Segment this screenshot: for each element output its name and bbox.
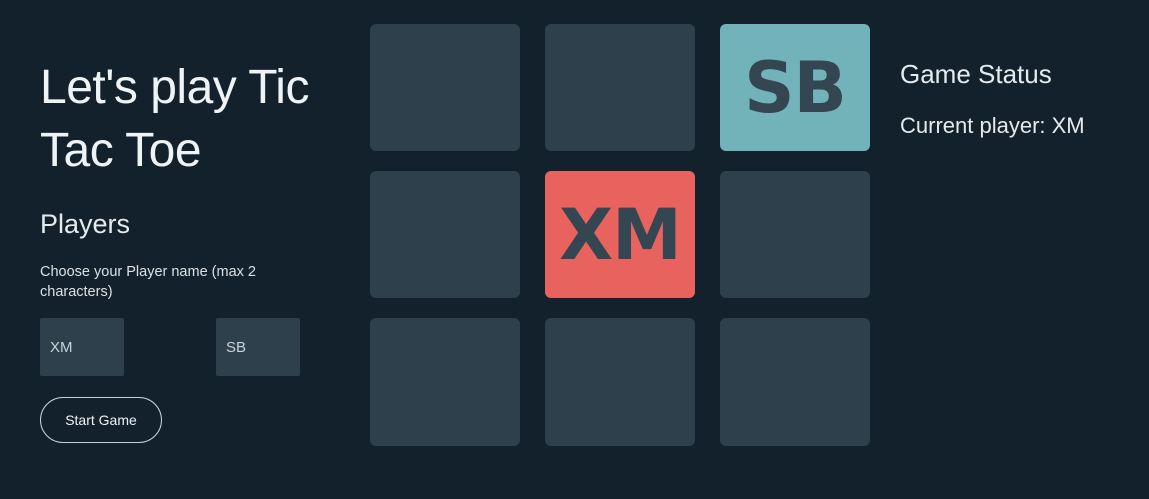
board-cell-3[interactable]: SB [720,24,870,151]
current-player-text: Current player: XM [900,113,1085,138]
player2-name-input[interactable] [216,318,300,376]
board-cell-2[interactable] [545,24,695,151]
board-cell-5[interactable]: XM [545,171,695,298]
page-title: Let's play Tic Tac Toe [40,61,309,177]
board-cell-7[interactable] [370,318,520,446]
player-inputs [40,318,300,376]
status-panel: Game Status Current player: XM [900,58,1140,140]
board-cell-8[interactable] [545,318,695,446]
board-cell-6[interactable] [720,171,870,298]
player1-name-input[interactable] [40,318,124,376]
start-game-button[interactable]: Start Game [40,397,162,443]
game-status-heading: Game Status [900,59,1052,89]
board-cell-9[interactable] [720,318,870,446]
left-panel: Let's play Tic Tac Toe Players Choose yo… [40,56,320,443]
board-cell-1[interactable] [370,24,520,151]
game-board: SB XM [370,24,870,446]
players-heading: Players [40,209,131,239]
board-cell-4[interactable] [370,171,520,298]
player-name-instructions: Choose your Player name (max 2 character… [40,264,256,300]
